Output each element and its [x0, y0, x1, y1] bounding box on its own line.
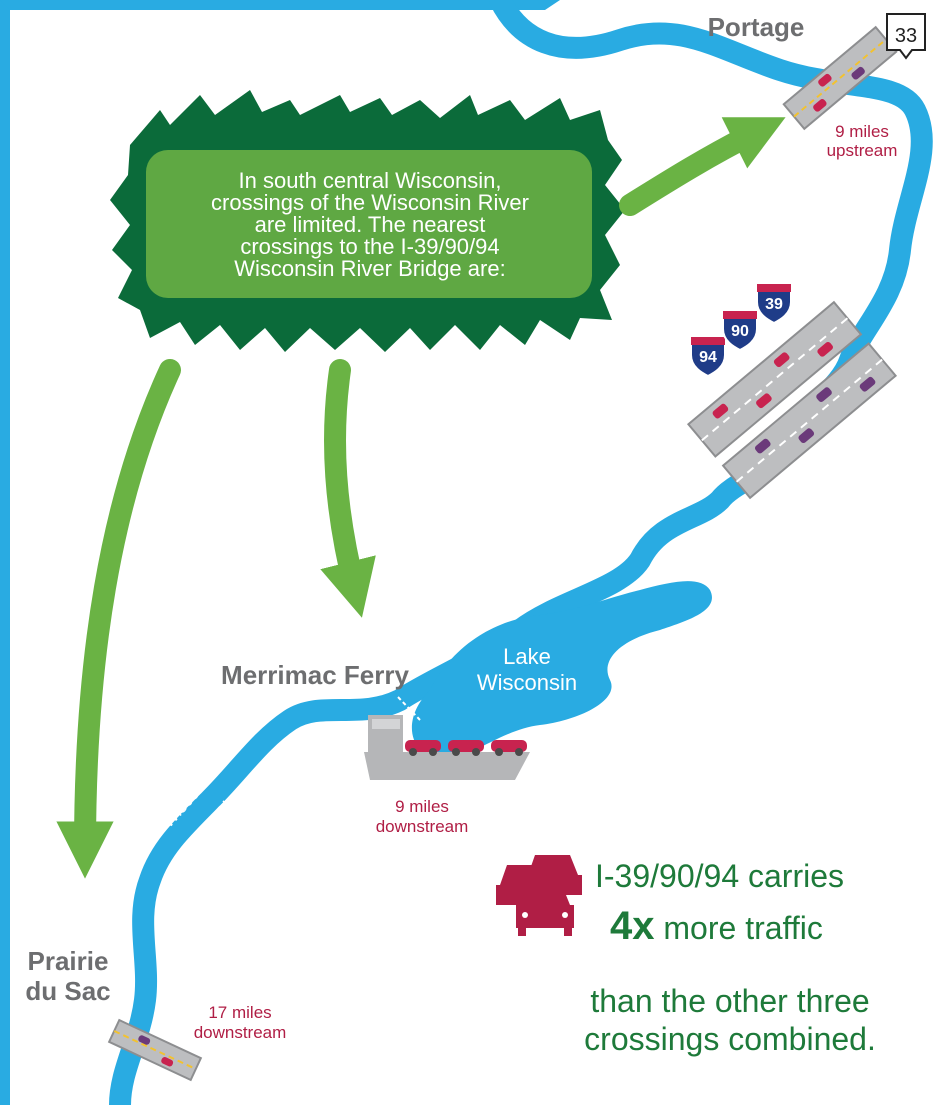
lake-label-1: Lake — [503, 644, 551, 669]
callout-panel — [146, 150, 592, 298]
merrimac-distance-2: downstream — [376, 817, 469, 836]
prairie-label-2: du Sac — [25, 976, 110, 1006]
fact-line-2: 4x more traffic — [610, 904, 823, 949]
prairie-distance-2: downstream — [194, 1023, 287, 1042]
arrow-to-merrimac — [320, 359, 376, 618]
interstate-bridge — [686, 300, 898, 500]
arrow-to-portage — [619, 117, 786, 216]
portage-distance-1: 9 miles — [835, 122, 889, 141]
prairie-distance-1: 17 miles — [208, 1003, 271, 1022]
left-border — [0, 0, 10, 1105]
i94-label: 94 — [699, 349, 717, 366]
portage-bridge — [782, 25, 898, 131]
portage-distance-2: upstream — [827, 141, 898, 160]
fact-more-traffic: more traffic — [654, 910, 823, 946]
top-corner — [0, 0, 560, 10]
fact-line-1: I-39/90/94 carries — [595, 858, 845, 894]
merrimac-ferry-boat — [364, 696, 530, 780]
portage-label: Portage — [708, 12, 805, 42]
arrow-to-prairie — [56, 359, 181, 879]
fact-line-3: than the other three crossings combined. — [584, 983, 876, 1057]
prairie-label-1: Prairie — [28, 946, 109, 976]
fact-multiplier: 4x — [610, 904, 655, 948]
cars-icon — [496, 855, 582, 936]
merrimac-distance-1: 9 miles — [395, 797, 449, 816]
i90-shield: 90 — [722, 310, 758, 352]
i39-shield: 39 — [756, 283, 792, 325]
i39-label: 39 — [765, 296, 783, 313]
i94-shield: 94 — [690, 336, 726, 378]
callout-text: In south central Wisconsin, crossings of… — [211, 167, 529, 281]
i90-label: 90 — [731, 323, 749, 340]
lake-label-2: Wisconsin — [477, 670, 577, 695]
prairie-du-sac-bridge — [107, 1018, 203, 1082]
route-33-label: 33 — [895, 25, 917, 47]
route-33-shield: 33 — [886, 13, 926, 60]
lake-wisconsin — [411, 581, 712, 760]
merrimac-ferry-label: Merrimac Ferry — [221, 660, 409, 690]
